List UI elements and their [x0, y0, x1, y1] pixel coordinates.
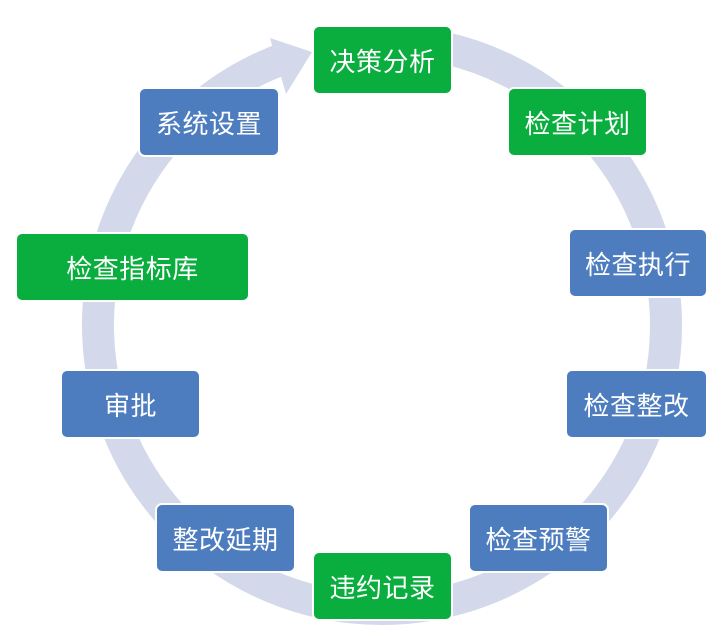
node-violation-record[interactable]: 违约记录 [312, 551, 453, 621]
node-inspection-execution[interactable]: 检查执行 [568, 228, 708, 298]
node-inspection-warning[interactable]: 检查预警 [468, 503, 609, 573]
ring-arrow-head [270, 38, 312, 94]
node-inspection-rectification[interactable]: 检查整改 [565, 369, 708, 439]
node-inspection-index-library[interactable]: 检查指标库 [15, 232, 250, 302]
node-approval[interactable]: 审批 [60, 369, 201, 439]
node-decision-analysis[interactable]: 决策分析 [312, 25, 453, 95]
node-inspection-plan[interactable]: 检查计划 [507, 87, 648, 157]
node-system-settings[interactable]: 系统设置 [138, 87, 280, 157]
node-rectification-extension[interactable]: 整改延期 [155, 503, 296, 573]
